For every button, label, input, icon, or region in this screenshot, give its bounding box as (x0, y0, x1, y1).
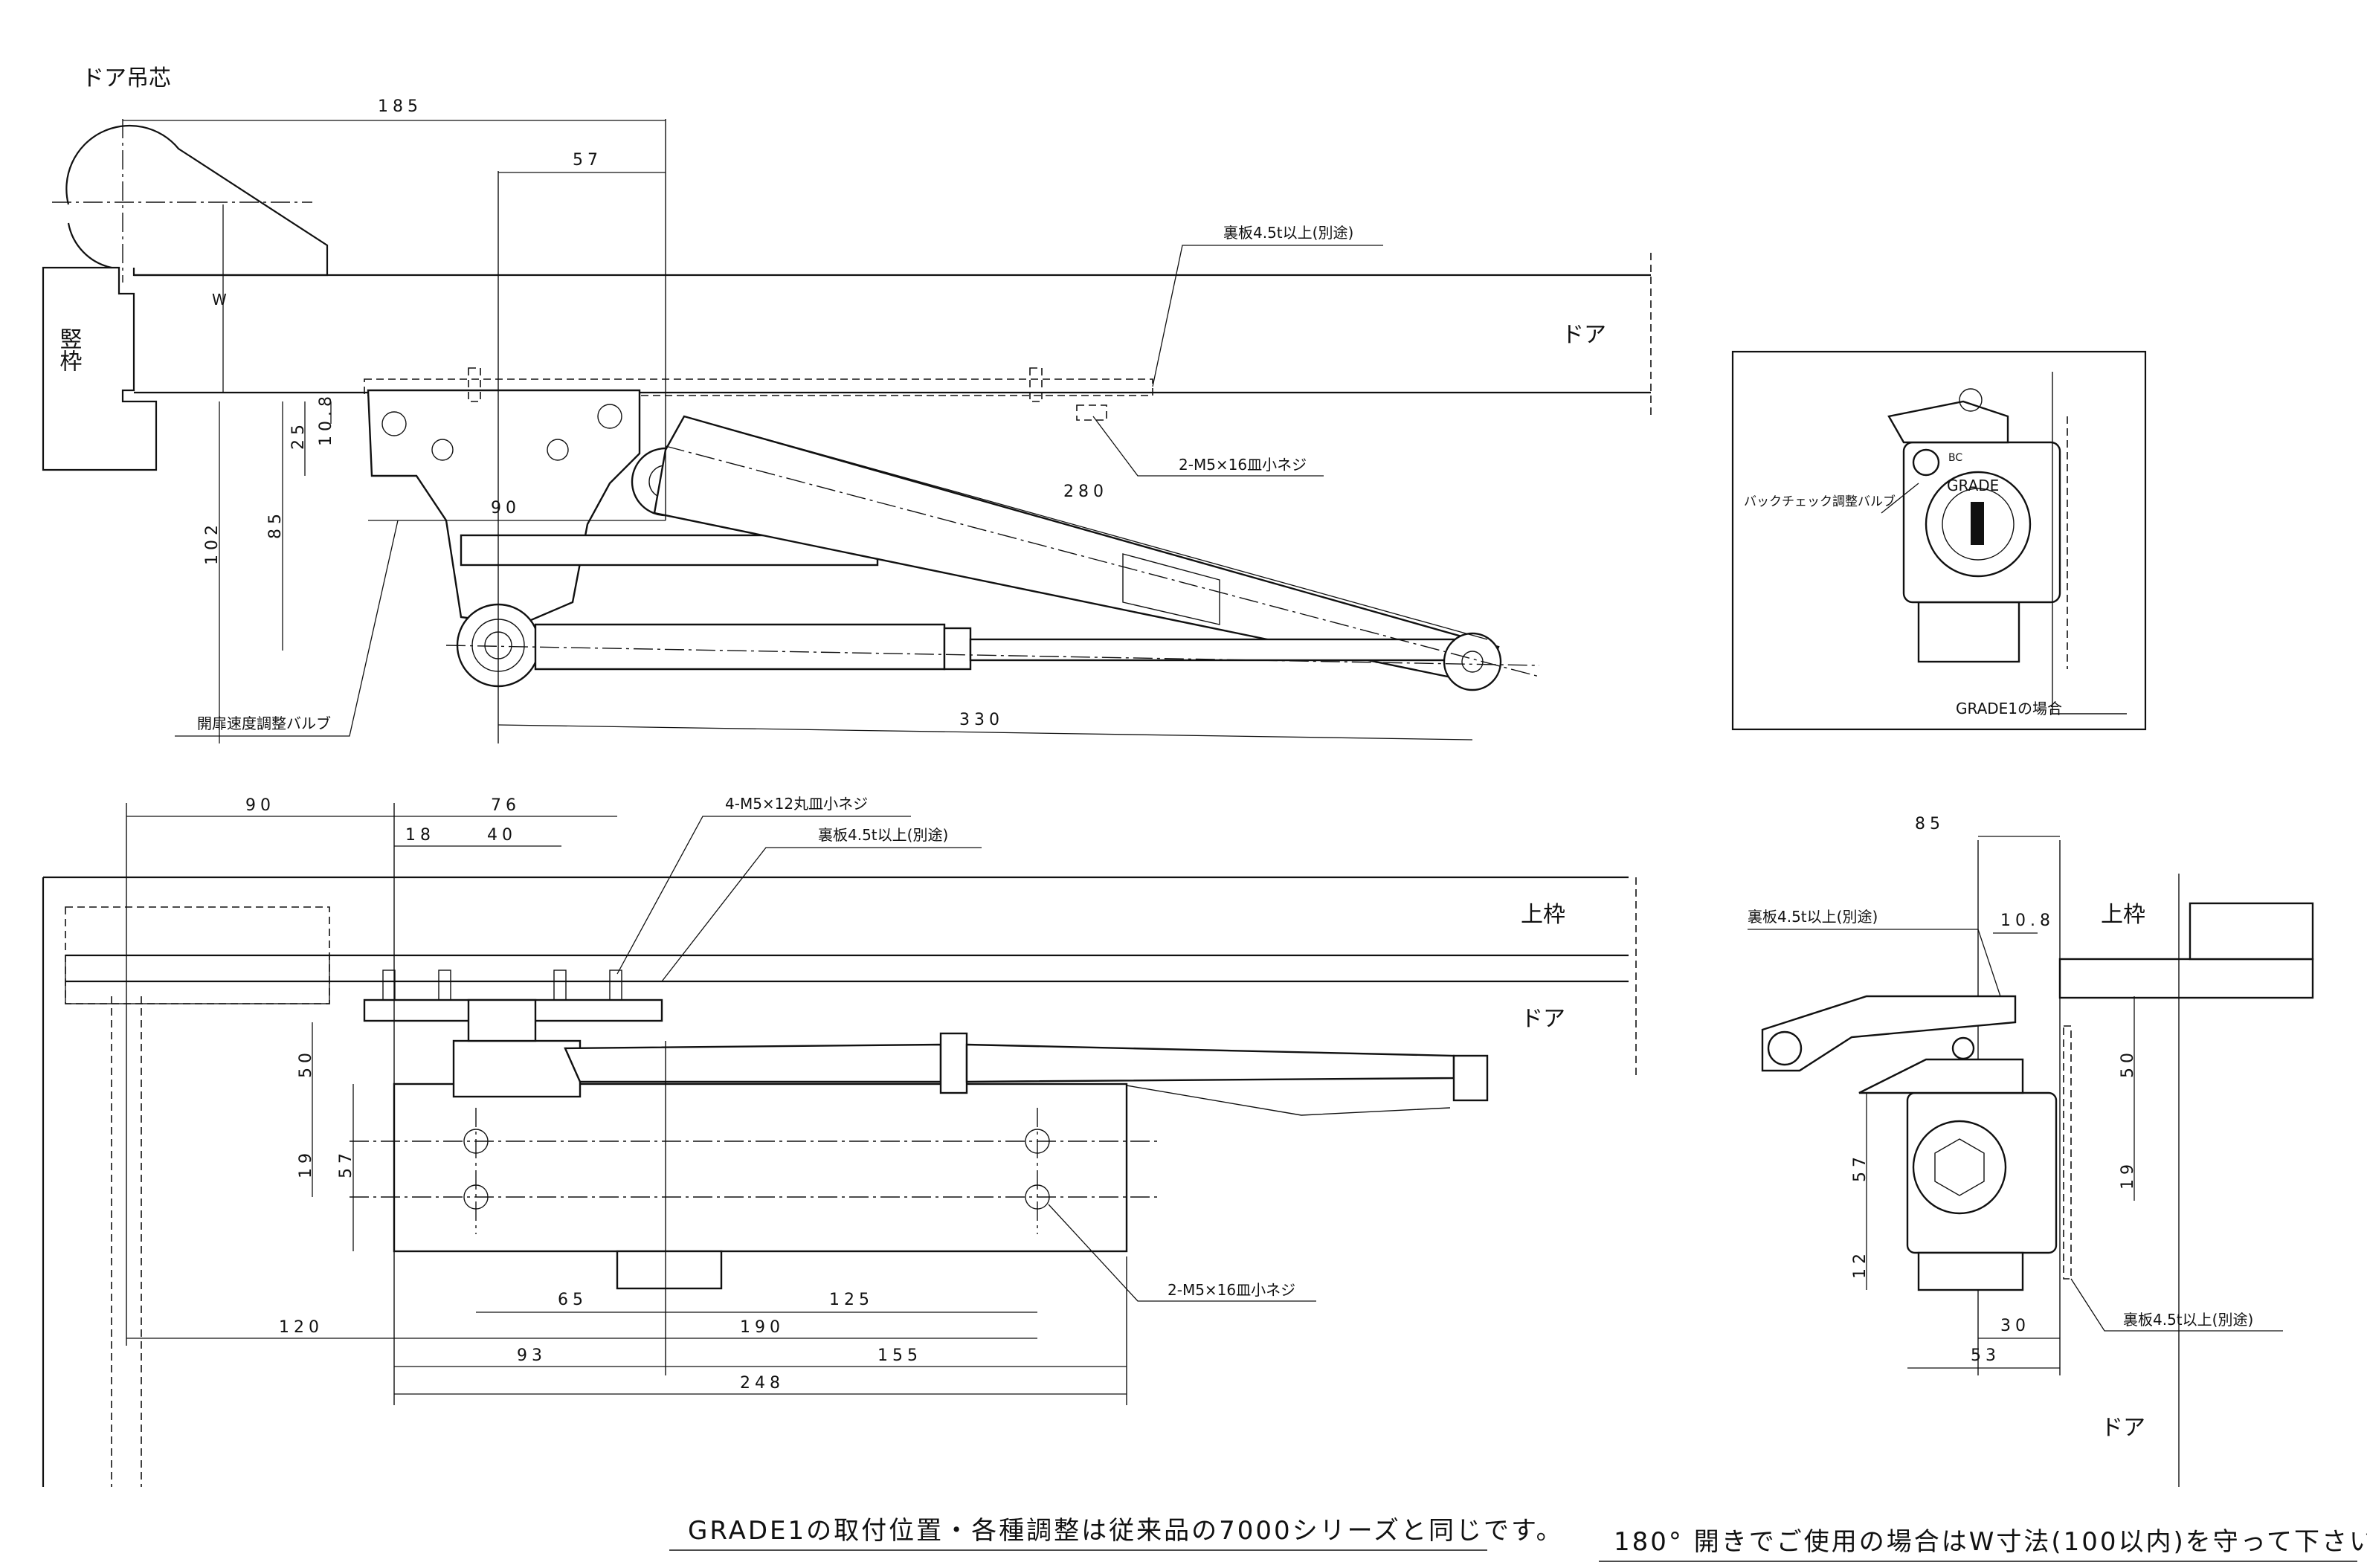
speed-valve-label: 開扉速度調整バルブ (197, 714, 331, 732)
dim-93: 93 (517, 1346, 547, 1365)
dim-90-front: 90 (245, 796, 275, 815)
bc-text: BC (1948, 452, 1962, 464)
dim-57: 57 (573, 151, 602, 170)
grade1-detail-frame (1731, 350, 2147, 731)
grade1-note: GRADE1の取付位置・各種調整は従来品の7000シリーズと同じです。 (688, 1516, 1564, 1546)
backplate-note-side: 裏板4.5t以上(別途) (1748, 908, 1878, 926)
dim-120: 120 (279, 1318, 323, 1337)
backplate-note-side-2: 裏板4.5t以上(別途) (2123, 1311, 2253, 1329)
dim-12-side: 12 (1851, 1249, 1870, 1279)
notes: GRADE1の取付位置・各種調整は従来品の7000シリーズと同じです。 180°… (669, 1516, 2367, 1562)
screw-note-front-2: 2-M5×16皿小ネジ (1168, 1281, 1295, 1299)
dim-76: 76 (491, 796, 521, 815)
backplate-note-front: 裏板4.5t以上(別途) (818, 826, 948, 844)
grade1-case-label: GRADE1の場合 (1956, 700, 2062, 717)
side-hex-cap (1912, 1120, 2007, 1215)
dim-125: 125 (829, 1291, 874, 1309)
door-label-top: ドア (1562, 322, 1606, 348)
dim-65: 65 (558, 1291, 587, 1309)
screw-note-front: 4-M5×12丸皿小ネジ (725, 795, 868, 813)
backcheck-valve-label: バックチェック調整バルブ (1744, 494, 1896, 509)
dim-53-side: 53 (1971, 1346, 2000, 1365)
door-hinge-center-label: ドア吊芯 (82, 65, 171, 91)
dim-155: 155 (877, 1346, 922, 1365)
dim-190: 190 (740, 1318, 785, 1337)
arm-end-joint (1443, 632, 1502, 691)
dim-90-top: 90 (491, 499, 521, 517)
grade-dial-text: GRADE (1947, 477, 1999, 494)
top-view: 竪枠 ドア (42, 65, 1652, 743)
dim-248: 248 (740, 1374, 785, 1393)
dim-50-front: 50 (297, 1048, 315, 1078)
dim-19-side: 19 (2119, 1160, 2137, 1190)
dim-25: 25 (289, 420, 308, 450)
dim-40: 40 (487, 826, 517, 845)
screw-note-top: 2-M5×16皿小ネジ (1179, 456, 1307, 474)
dim-102: 102 (203, 520, 222, 565)
dim-19-front: 19 (297, 1149, 315, 1178)
door-label-side: ドア (2101, 1415, 2145, 1441)
dim-85: 85 (266, 509, 285, 539)
open180-note: 180° 開きでご使用の場合はW寸法(100以内)を守って下さい。 (1614, 1527, 2367, 1557)
dim-18: 18 (405, 826, 435, 845)
dim-330: 330 (959, 711, 1004, 729)
vertical-frame-label: 竪枠 (56, 327, 83, 372)
backplate-note-top: 裏板4.5t以上(別途) (1223, 224, 1353, 242)
grade1-detail: GRADE BC バックチェック調整バルブ GRADE1の場合 (1731, 350, 2147, 731)
dim-50-side: 50 (2119, 1048, 2137, 1078)
dim-85-side: 85 (1915, 815, 1945, 833)
dim-30-side: 30 (2000, 1317, 2030, 1335)
upper-frame-label-side: 上枠 (2101, 902, 2145, 928)
dim-10-8: 10.8 (317, 392, 335, 446)
front-view: 上枠 ドア 90 76 18 (42, 795, 1637, 1487)
dim-57-side: 57 (1851, 1152, 1870, 1182)
door-label-front: ドア (1521, 1006, 1565, 1032)
dim-57-front: 57 (337, 1149, 355, 1178)
dim-185: 185 (378, 97, 422, 116)
w-symbol: W (212, 291, 227, 309)
dim-10-8-side: 10.8 (2000, 912, 2055, 930)
dim-280: 280 (1063, 483, 1108, 501)
upper-frame-label: 上枠 (1521, 902, 1565, 928)
side-view: 上枠 ドア 85 10.8 50 19 57 12 30 53 裏板4.5t以上… (1748, 815, 2314, 1487)
